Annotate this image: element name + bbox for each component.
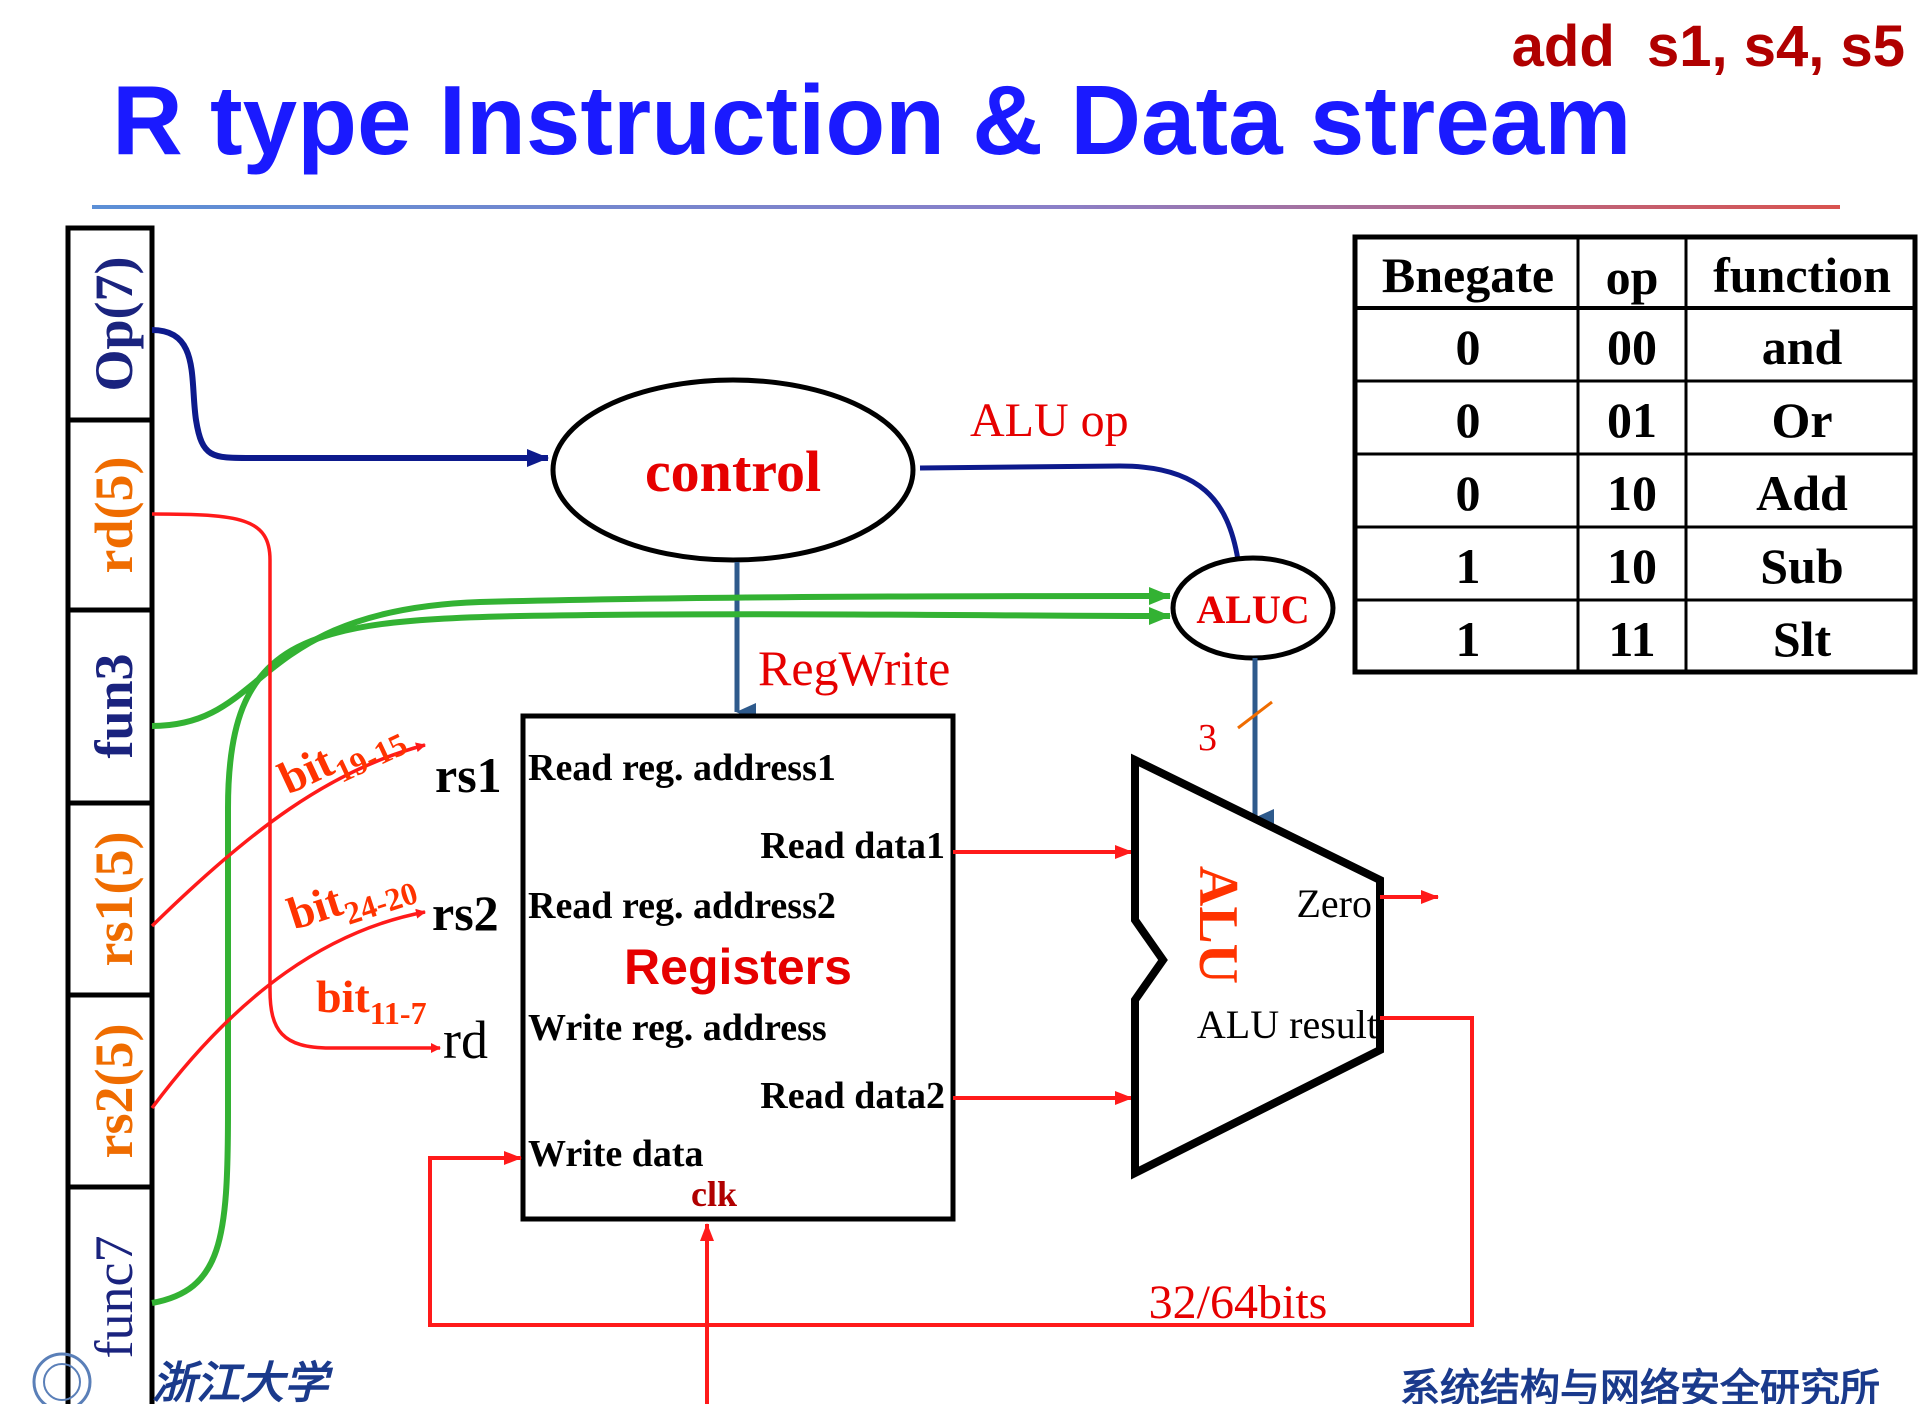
reg-write-addr: Write reg. address bbox=[528, 1007, 827, 1049]
rs1-input-label: rs1 bbox=[435, 747, 502, 803]
table-header-function: function bbox=[1713, 247, 1891, 303]
rd-input-label: rd bbox=[443, 1010, 488, 1070]
table-cell: 10 bbox=[1607, 538, 1657, 594]
aluc-width-label: 3 bbox=[1198, 717, 1217, 759]
university-logo-text: 浙江大学 bbox=[152, 1359, 334, 1404]
table-cell: 0 bbox=[1456, 319, 1481, 375]
field-rs1: rs1(5) bbox=[84, 832, 144, 967]
bit-label-rs1: bit19-15 bbox=[271, 704, 413, 813]
table-cell: 1 bbox=[1456, 611, 1481, 667]
table-cell: 1 bbox=[1456, 538, 1481, 594]
regwrite-label: RegWrite bbox=[758, 640, 950, 696]
op-to-control-wire bbox=[151, 327, 549, 467]
width-tick bbox=[1237, 700, 1273, 730]
table-cell: 00 bbox=[1607, 319, 1657, 375]
fun3-to-aluc-wire bbox=[151, 587, 1171, 729]
reg-clk: clk bbox=[691, 1174, 737, 1214]
bit-label-rd: bit11-7 bbox=[316, 971, 427, 1031]
alu-op-wire bbox=[919, 463, 1241, 561]
slide-title: R type Instruction & Data stream bbox=[112, 65, 1631, 175]
instruction-text: add s1, s4, s5 bbox=[1512, 14, 1905, 79]
title-divider bbox=[92, 205, 1840, 209]
table-header-op: op bbox=[1606, 249, 1659, 305]
table-cell: 0 bbox=[1456, 392, 1481, 448]
alu-zero-label: Zero bbox=[1296, 881, 1372, 926]
alu-unit: ALU Zero ALU result bbox=[1131, 753, 1384, 1180]
control-unit: control bbox=[550, 377, 916, 563]
reg-read-data1: Read data1 bbox=[760, 825, 945, 867]
reg-write-data: Write data bbox=[528, 1133, 704, 1175]
table-cell: Sub bbox=[1760, 538, 1843, 594]
aluc-unit: ALUC bbox=[1170, 555, 1336, 661]
control-label: control bbox=[645, 439, 821, 504]
alu-op-label: ALU op bbox=[970, 394, 1129, 447]
writeback-loop-wire bbox=[428, 1016, 1474, 1327]
table-header-bnegate: Bnegate bbox=[1382, 247, 1554, 303]
reg-read-addr1: Read reg. address1 bbox=[528, 747, 836, 789]
field-fun3: fun3 bbox=[84, 653, 144, 758]
instruction-field-column: Op(7) rd(5) fun3 rs1(5) rs2(5) func7 bbox=[65, 225, 155, 1409]
aluc-label: ALUC bbox=[1196, 587, 1309, 632]
bus-width-label: 32/64bits bbox=[1149, 1276, 1328, 1329]
table-cell: 10 bbox=[1607, 465, 1657, 521]
field-func7: func7 bbox=[84, 1236, 144, 1359]
rs2-input-label: rs2 bbox=[432, 885, 499, 941]
registers-title: Registers bbox=[624, 939, 852, 995]
table-cell: Add bbox=[1756, 465, 1848, 521]
field-op: Op(7) bbox=[84, 257, 144, 392]
field-rd: rd(5) bbox=[84, 457, 144, 574]
table-cell: 11 bbox=[1608, 611, 1655, 667]
table-cell: 0 bbox=[1456, 465, 1481, 521]
institute-name: 系统结构与网络安全研究所 bbox=[1400, 1366, 1880, 1404]
rd-field-wire bbox=[151, 512, 441, 1053]
func7-to-aluc-wire bbox=[151, 606, 1171, 1306]
table-cell: Slt bbox=[1773, 611, 1832, 667]
table-cell: and bbox=[1762, 319, 1843, 375]
register-file: Read reg. address1 Read data1 Read reg. … bbox=[520, 713, 956, 1222]
reg-read-addr2: Read reg. address2 bbox=[528, 885, 836, 927]
table-cell: Or bbox=[1771, 392, 1832, 448]
alu-result-label: ALU result bbox=[1197, 1002, 1378, 1047]
table-cell: 01 bbox=[1607, 392, 1657, 448]
alu-function-table: Bnegate op function 0 00 and 0 01 Or 0 1… bbox=[1352, 234, 1918, 675]
university-logo: 浙江大学 bbox=[32, 1352, 334, 1409]
reg-read-data2: Read data2 bbox=[760, 1075, 945, 1117]
alu-label: ALU bbox=[1187, 866, 1249, 984]
rs2-field-wire bbox=[150, 908, 426, 1110]
field-rs2: rs2(5) bbox=[84, 1024, 144, 1159]
rs1-field-wire bbox=[150, 742, 426, 928]
